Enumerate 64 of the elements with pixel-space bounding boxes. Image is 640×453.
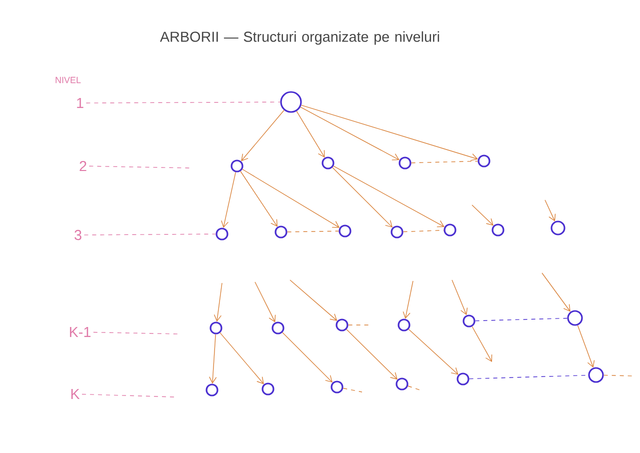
tree-node <box>492 224 504 236</box>
arrow <box>542 272 570 312</box>
level-guide-line <box>86 102 281 104</box>
tree-node <box>206 384 218 396</box>
tree-node <box>216 228 228 240</box>
tree-node <box>478 154 490 168</box>
level-number: K <box>71 389 80 399</box>
tree-node <box>210 322 222 334</box>
dashed-line <box>474 318 568 322</box>
arrow <box>577 324 595 368</box>
tree-node <box>230 160 244 172</box>
arrow <box>209 334 217 384</box>
tree-node <box>274 226 288 238</box>
arrow <box>241 110 284 162</box>
tree-node <box>550 220 566 236</box>
arrow <box>408 328 458 375</box>
tree-node <box>280 91 302 113</box>
tree-node <box>322 156 334 170</box>
tree-node <box>262 382 274 396</box>
dashed-line <box>410 160 478 164</box>
tree-node <box>336 318 348 332</box>
arrow <box>333 166 444 228</box>
tree-node <box>330 380 344 394</box>
level-number: 2 <box>80 160 86 172</box>
tree-node <box>444 224 456 236</box>
tree-node <box>567 310 583 326</box>
level-guide-line <box>93 332 180 334</box>
dashed-line <box>342 388 362 392</box>
tree-node <box>390 226 404 238</box>
level-guide-line <box>88 166 190 168</box>
arrow <box>240 170 278 227</box>
arrow <box>544 200 556 222</box>
level-heading: NIVEL <box>56 76 81 84</box>
arrow <box>300 106 400 160</box>
tree-node <box>398 156 412 170</box>
tree-node <box>272 322 284 334</box>
level-number: K-1 <box>70 327 90 337</box>
arrow <box>214 282 222 322</box>
arrow <box>332 167 393 228</box>
tree-node <box>456 372 470 386</box>
arrow <box>282 332 333 383</box>
tree-node <box>588 367 604 383</box>
arrow <box>346 329 398 380</box>
arrow <box>300 104 478 161</box>
tree-node <box>462 314 476 328</box>
level-number: 1 <box>77 98 84 108</box>
arrow <box>254 282 276 322</box>
arrow <box>296 110 325 158</box>
arrow <box>290 280 338 321</box>
tree-node <box>338 224 352 238</box>
tree-node <box>396 378 408 390</box>
level-guide-line <box>82 394 176 398</box>
arrow <box>472 204 494 226</box>
arrow <box>472 326 492 362</box>
arrow <box>221 172 236 228</box>
level-number: 3 <box>74 230 82 240</box>
dashed-line <box>286 230 340 232</box>
arrow <box>220 332 264 384</box>
title: ARBORII — Structuri organizate pe niveluri <box>160 31 440 45</box>
level-guide-line <box>84 234 216 236</box>
tree-node <box>398 318 410 332</box>
arrow <box>452 280 468 316</box>
arrow <box>402 280 414 319</box>
arrow <box>242 168 340 228</box>
